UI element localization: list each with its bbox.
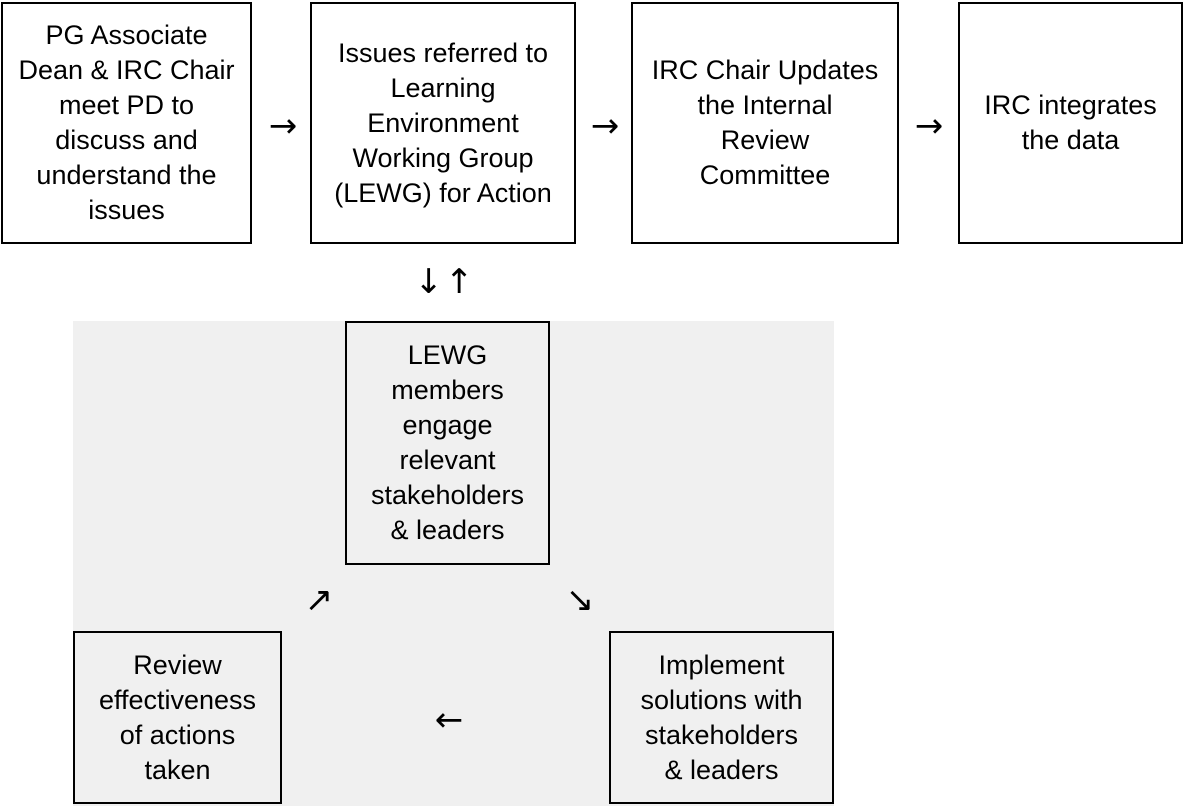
right-arrow-icon: → [590, 106, 620, 146]
step-irc-chair-updates: IRC Chair Updates the Internal Review Co… [631, 2, 899, 244]
cycle-step-implement-solutions: Implement solutions with stakeholders & … [609, 631, 834, 804]
bidirectional-arrow-icon: ↓↑ [414, 262, 476, 302]
arrow-down-right-icon: ↘ [565, 580, 595, 620]
arrow-up-right-icon: ↗ [304, 580, 334, 620]
cycle-step-review-effectiveness: Review effectiveness of actions taken [73, 631, 282, 804]
arrow-left-icon: ← [434, 700, 464, 740]
step-issues-referred-lewg: Issues referred to Learning Environment … [310, 2, 576, 244]
right-arrow-icon: → [268, 106, 298, 146]
step-pg-associate-meet: PG Associate Dean & IRC Chair meet PD to… [1, 2, 252, 244]
step-irc-integrates-data: IRC integrates the data [958, 2, 1183, 244]
right-arrow-icon: → [914, 106, 944, 146]
cycle-step-engage-stakeholders: LEWG members engage relevant stakeholder… [345, 321, 550, 565]
